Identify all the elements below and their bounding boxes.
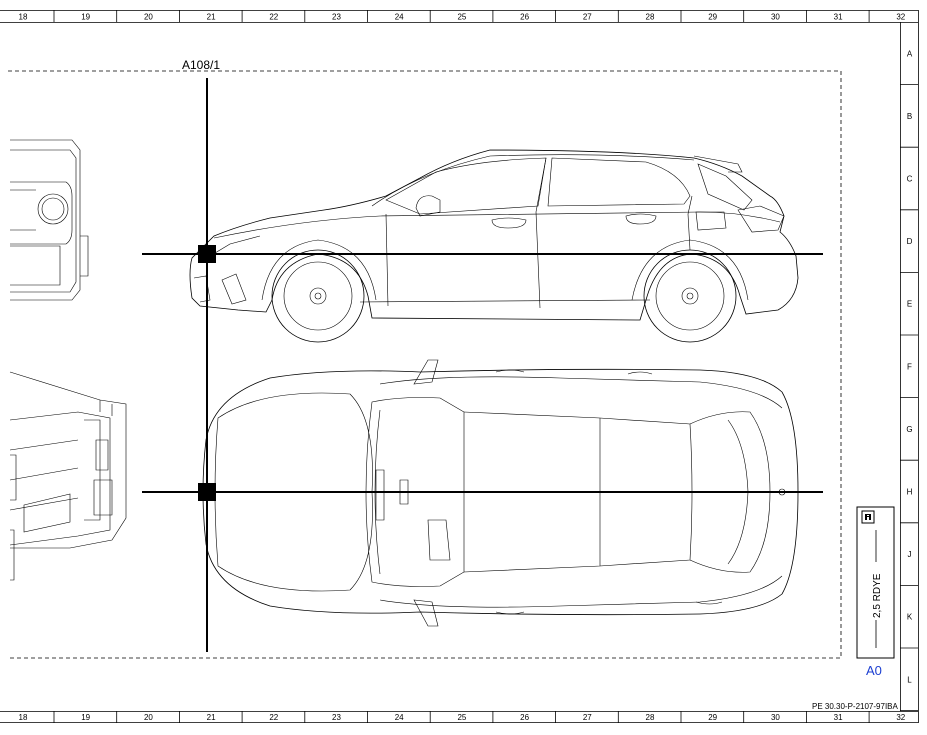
right-row-label: D: [907, 237, 913, 246]
location-marker-top[interactable]: [198, 483, 216, 501]
top-column-label: 18: [19, 13, 28, 22]
bottom-column-label: 22: [269, 713, 278, 722]
bottom-column-label: 31: [834, 713, 843, 722]
bottom-column-label: 24: [395, 713, 404, 722]
top-column-label: 23: [332, 13, 341, 22]
information-icon[interactable]: [861, 510, 875, 524]
bottom-column-label: 18: [19, 713, 28, 722]
wire-legend-box: 2,5 RDYE: [856, 506, 895, 659]
top-column-label: 27: [583, 13, 592, 22]
right-row-label: F: [907, 362, 912, 371]
bottom-column-label: 27: [583, 713, 592, 722]
wire-color-label: 2,5 RDYE: [872, 573, 883, 618]
location-marker-side[interactable]: [198, 245, 216, 263]
right-row-ruler: A B C D E F G H J K L: [900, 10, 919, 723]
component-boundary-dashed: [8, 70, 842, 659]
top-column-label: 26: [520, 13, 529, 22]
right-row-label: L: [907, 675, 912, 684]
top-column-label: 29: [708, 13, 717, 22]
bottom-column-label: 26: [520, 713, 529, 722]
right-row-label: K: [907, 613, 913, 622]
top-column-label: 30: [771, 13, 780, 22]
top-column-label: 31: [834, 13, 843, 22]
top-column-label: 25: [457, 13, 466, 22]
right-row-label: J: [908, 550, 912, 559]
top-column-label: 22: [269, 13, 278, 22]
bottom-column-label: 20: [144, 713, 153, 722]
left-detail-drawing-upper: [10, 139, 89, 301]
right-row-label: B: [907, 112, 912, 121]
top-column-label: 20: [144, 13, 153, 22]
bottom-column-label: 19: [81, 713, 90, 722]
top-column-label: 32: [896, 13, 905, 22]
page-reference-link[interactable]: A0: [866, 663, 882, 678]
top-column-ruler: 18 19 20 21 22 23 24 25 26 27 28 29 30 31 32: [0, 10, 918, 23]
bottom-column-label: 23: [332, 713, 341, 722]
top-column-label: 21: [207, 13, 216, 22]
top-column-label: 19: [81, 13, 90, 22]
bottom-column-label: 29: [708, 713, 717, 722]
right-row-label: E: [907, 300, 912, 309]
bottom-column-label: 30: [771, 713, 780, 722]
component-label[interactable]: A108/1: [182, 58, 220, 72]
bottom-column-label: 28: [646, 713, 655, 722]
bottom-column-label: 32: [896, 713, 905, 722]
bottom-column-ruler: 18 19 20 21 22 23 24 25 26 27 28 29 30 31 32: [0, 711, 918, 723]
left-detail-drawing-lower: [9, 371, 127, 581]
car-side-view: [189, 149, 799, 343]
top-column-label: 28: [646, 13, 655, 22]
right-row-label: C: [907, 175, 913, 184]
right-row-label: A: [907, 49, 913, 58]
right-row-label: G: [906, 425, 912, 434]
top-column-label: 24: [395, 13, 404, 22]
document-code: PE 30.30-P-2107-97IBA: [812, 702, 898, 711]
right-row-label: H: [907, 488, 913, 497]
bottom-column-label: 21: [207, 713, 216, 722]
bottom-column-label: 25: [457, 713, 466, 722]
